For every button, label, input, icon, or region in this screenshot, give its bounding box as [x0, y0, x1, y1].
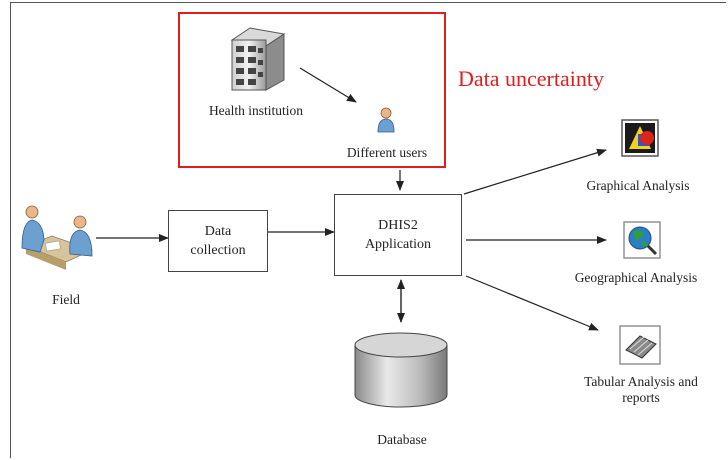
- graphical-analysis-label: Graphical Analysis: [586, 178, 690, 193]
- tabular-analysis-label-line1: Tabular Analysis and: [584, 374, 698, 389]
- field-workers-icon: [21, 205, 94, 270]
- data-uncertainty-frame: [178, 12, 446, 168]
- geographical-analysis-label: Geographical Analysis: [574, 270, 698, 285]
- database-icon: [354, 332, 448, 408]
- arrow-dhis2-to-tabular: [465, 275, 599, 331]
- data-collection-label-line2: collection: [190, 243, 246, 258]
- data-collection-label-line1: Data: [204, 224, 232, 239]
- data-uncertainty-label: Data uncertainty: [458, 66, 604, 91]
- tabular-analysis-label-line2: reports: [622, 390, 660, 405]
- arrow-institution-to-users: [299, 67, 357, 103]
- dhis2-label-line1: DHIS2: [378, 218, 418, 233]
- graph-chart-icon: [621, 119, 659, 157]
- data-collection-box: Data collection: [168, 210, 268, 272]
- diagram-frame: [10, 2, 726, 458]
- globe-magnifier-icon: [623, 221, 661, 259]
- field-label: Field: [52, 292, 80, 307]
- tabular-analysis-label: Tabular Analysis and reports: [556, 374, 726, 406]
- building-icon: [230, 27, 286, 91]
- database-label: Database: [377, 432, 427, 447]
- dhis2-label-line2: Application: [364, 237, 432, 252]
- user-icon: [377, 107, 395, 133]
- different-users-label: Different users: [346, 145, 428, 160]
- dhis2-application-box: DHIS2 Application: [334, 194, 462, 276]
- health-institution-label: Health institution: [208, 103, 304, 118]
- table-report-icon: [619, 325, 661, 365]
- arrow-dhis2-to-graphical: [463, 148, 607, 195]
